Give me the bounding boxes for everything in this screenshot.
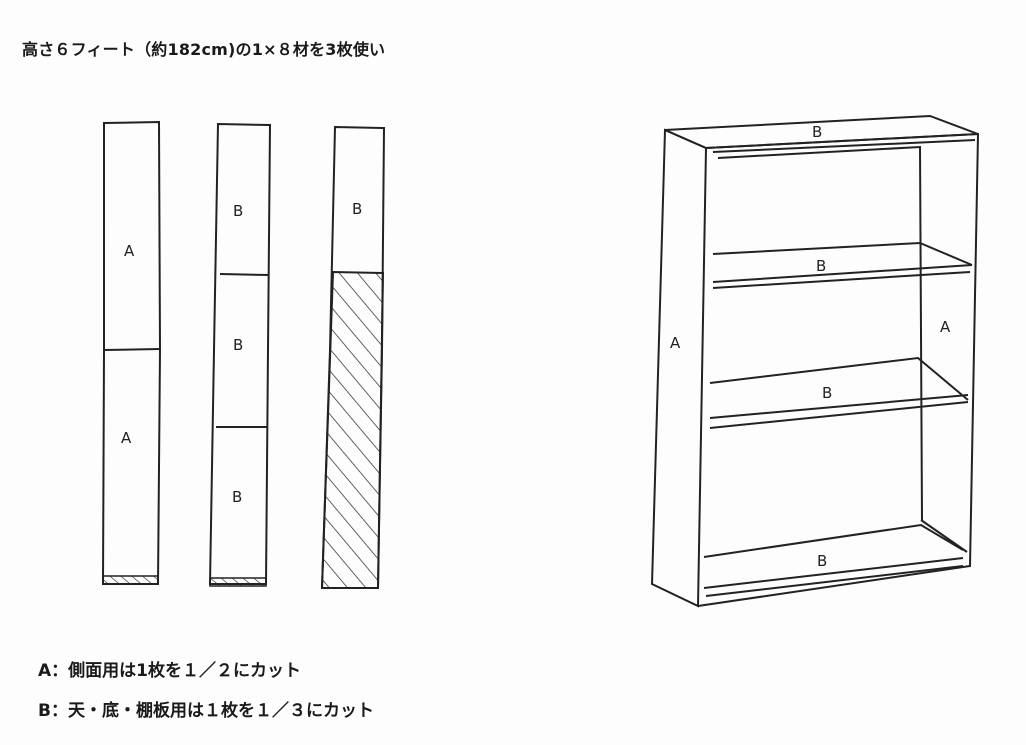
shelf-2-label: B — [822, 384, 832, 402]
board-3-piece-b: B — [352, 200, 362, 218]
board-2-piece-b3: B — [232, 488, 242, 506]
board-1-piece-a-top: A — [124, 242, 135, 260]
right-side-label: A — [940, 318, 951, 336]
legend-b: B：天・底・棚板用は１枚を１／３にカット — [38, 701, 374, 721]
shelf-1-label: B — [816, 257, 826, 275]
bookshelf: B B B B A A — [650, 114, 980, 608]
legend-a: A：側面用は1枚を１／２にカット — [38, 661, 301, 681]
board-2-piece-b2: B — [233, 336, 243, 354]
top-board-label: B — [812, 123, 822, 141]
left-side-label: A — [670, 334, 681, 352]
board-3: B — [320, 125, 386, 589]
diagram-title: 高さ６フィート（約182cm)の1×８材を3枚使い — [22, 40, 386, 59]
board-1: A A — [101, 120, 162, 585]
board-1-piece-a-bottom: A — [121, 429, 132, 447]
bottom-board-label: B — [817, 552, 827, 570]
board-2-piece-b1: B — [233, 202, 243, 220]
board-2: B B B — [208, 122, 272, 587]
